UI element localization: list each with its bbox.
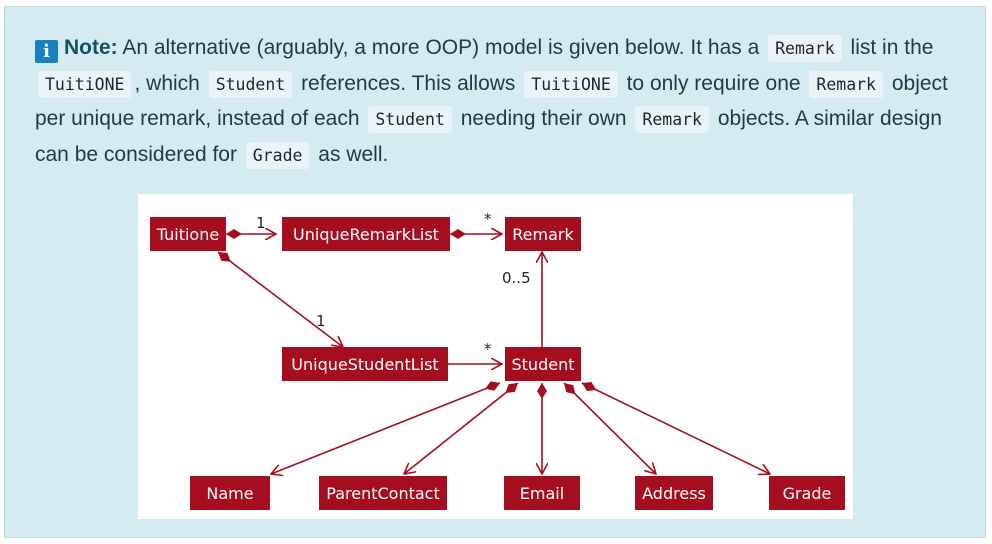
note-text-segment: references. This allows <box>295 71 522 95</box>
class-remark: Remark <box>505 217 581 251</box>
multiplicity-label: * <box>484 340 492 358</box>
class-name: Name <box>206 484 253 503</box>
inline-code: TuitiONE <box>38 70 132 98</box>
note-label: Note: <box>64 36 118 59</box>
note-text-segment: as well. <box>312 142 389 166</box>
class-name: Student <box>512 355 575 374</box>
inline-code: Student <box>208 70 293 98</box>
note-text-segment: to only require one <box>620 71 807 95</box>
class-name: Tuitione <box>156 225 219 244</box>
class-email: Email <box>504 476 580 510</box>
note-text-segment: An alternative (arguably, a more OOP) mo… <box>117 36 766 59</box>
class-grade: Grade <box>769 476 845 510</box>
class-name: Email <box>520 484 564 503</box>
info-icon: i <box>35 40 58 63</box>
assoc-student-grade <box>581 383 770 474</box>
note-text-segment: list in the <box>844 36 934 59</box>
assoc-student-name <box>271 383 501 474</box>
class-name: UniqueRemarkList <box>293 225 439 244</box>
class-student: Student <box>505 347 581 381</box>
note-text-segment: , which <box>134 71 206 95</box>
class-name: Remark <box>512 225 574 244</box>
inline-code: TuitiONE <box>524 70 618 98</box>
class-name: Grade <box>783 484 832 503</box>
class-diagram: 1 * 0..5 1 * Tuitione UniqueRemarkList R… <box>138 194 853 519</box>
note-text-segment: objects. A similar design can be conside… <box>35 107 942 166</box>
inline-code: Remark <box>768 35 842 62</box>
class-name: UniqueStudentList <box>291 355 438 374</box>
inline-code: Grade <box>245 141 310 169</box>
note-text-segment: object per unique remark, instead of eac… <box>35 71 948 131</box>
class-tuitione: Tuitione <box>150 217 226 251</box>
class-name: ParentContact <box>326 484 439 503</box>
multiplicity-label: 1 <box>256 214 266 232</box>
note-text-segment: needing their own <box>454 107 633 130</box>
multiplicity-label: 0..5 <box>502 269 531 287</box>
assoc-student-parentcontact <box>404 382 519 474</box>
class-name-box: Name <box>190 476 270 510</box>
inline-code: Remark <box>635 106 709 133</box>
assoc-tuitione-studentlist <box>217 251 343 347</box>
inline-code: Remark <box>809 70 883 98</box>
note-text: i Note: An alternative (arguably, a more … <box>35 31 965 173</box>
class-unique-student-list: UniqueStudentList <box>282 347 448 381</box>
class-unique-remark-list: UniqueRemarkList <box>282 217 450 251</box>
inline-code: Student <box>368 106 452 133</box>
multiplicity-label: 1 <box>316 312 326 330</box>
class-parent-contact: ParentContact <box>319 476 447 510</box>
class-address: Address <box>635 476 713 510</box>
multiplicity-label: * <box>484 210 492 228</box>
class-name: Address <box>642 484 706 503</box>
